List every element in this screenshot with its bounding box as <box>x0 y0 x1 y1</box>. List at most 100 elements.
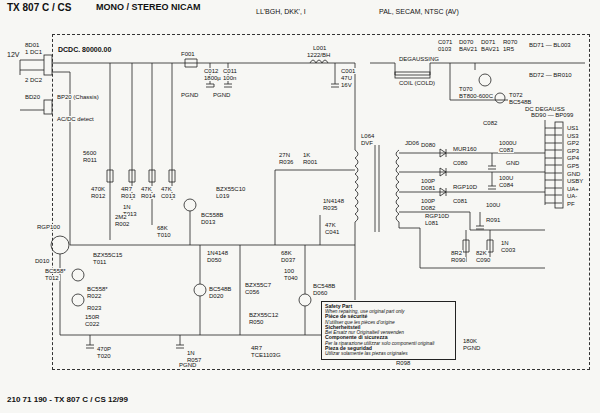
component-label: C071 <box>437 39 453 45</box>
component-label: BD72 — BR010 <box>528 72 573 78</box>
component-label: F001 <box>180 51 196 57</box>
ground-wire <box>60 254 330 335</box>
component-label: 1N4148 <box>322 198 345 204</box>
safety-note: Utilizar solamente las piezas originales <box>325 351 452 356</box>
component-label: BZX55C15 <box>92 252 123 258</box>
component-label: D082 <box>420 205 436 211</box>
component-label: 1N <box>122 204 132 210</box>
connector-symbol <box>44 55 52 75</box>
component-label: MONO / STEREO NICAM <box>95 3 202 12</box>
component-label: D010 <box>34 258 50 264</box>
component-label: PF <box>566 201 576 207</box>
component-label: C082 <box>482 120 498 126</box>
transistor-symbol <box>194 284 206 296</box>
component-label: BZX55C12 <box>248 312 279 318</box>
component-label: T012 <box>44 275 60 281</box>
component-label: 47U <box>340 75 353 81</box>
component-label: T072 <box>508 92 524 98</box>
secondary-winding <box>396 150 399 228</box>
component-label: R036 <box>278 159 294 165</box>
component-label: PGND <box>462 345 481 351</box>
component-label: 100U <box>485 202 501 208</box>
component-label: AC/DC detect <box>56 116 95 122</box>
component-label: TCE1103G <box>250 352 282 358</box>
component-label: C022 <box>84 321 100 327</box>
component-label: R050 <box>248 319 264 325</box>
component-label: DEGAUSSING <box>398 56 440 62</box>
fuse-symbol <box>185 59 197 67</box>
control-wire <box>110 63 172 240</box>
component-label: USBY <box>566 178 584 184</box>
board-number: DCDC. 80000.00 <box>58 46 111 53</box>
component-label: PGND <box>180 92 199 98</box>
component-label: GP2 <box>566 140 580 146</box>
component-label: PGND <box>212 92 231 98</box>
component-label: 47K <box>160 186 173 192</box>
component-label: D081 <box>420 185 436 191</box>
component-label: L019 <box>215 193 230 199</box>
component-label: BC558* <box>86 286 109 292</box>
component-label: 4R7 <box>250 345 263 351</box>
mosfet-symbol <box>51 236 69 254</box>
component-label: BC548B <box>208 286 232 292</box>
safety-box: Safety PartWhen repairing, use original … <box>321 301 456 360</box>
component-label: 8R2 <box>450 250 463 256</box>
component-label: C013 <box>160 193 176 199</box>
coil-symbol <box>395 72 430 78</box>
component-label: MUR160 <box>452 146 478 152</box>
component-label: BT800-600C <box>458 93 494 99</box>
component-label: 1800µ <box>203 75 222 81</box>
component-label: 16V <box>340 82 353 88</box>
component-label: 100n <box>222 75 237 81</box>
component-label: PGND <box>178 362 197 368</box>
component-label: BAV21 <box>480 46 500 52</box>
component-label: BC558* <box>44 268 67 274</box>
component-label: UA- <box>566 193 578 199</box>
connector-symbol <box>44 100 52 114</box>
resistor-symbol <box>463 230 493 262</box>
component-label: T020 <box>96 353 112 359</box>
component-label: T010 <box>156 232 172 238</box>
component-label: R001 <box>302 159 318 165</box>
component-label: L064 <box>360 133 375 139</box>
component-label: 1N <box>186 350 196 356</box>
component-label: RGP100 <box>36 224 61 230</box>
component-label: 2 DC2 <box>24 77 43 83</box>
component-label: C090 <box>475 257 491 263</box>
component-label: 68K <box>156 225 169 231</box>
connector-symbol <box>555 122 563 208</box>
caption: 210 71 190 - TX 807 C / CS 12/99 <box>6 396 129 404</box>
component-label: R014 <box>140 193 156 199</box>
pin-wire <box>545 128 562 203</box>
component-label: 8D01 <box>24 42 40 48</box>
component-label: US3 <box>566 133 580 139</box>
component-label: BZX55C10 <box>215 186 246 192</box>
component-label: 0103 <box>437 46 452 52</box>
component-label: GP5 <box>566 163 580 169</box>
component-label: 68K <box>280 250 293 256</box>
component-label: BD71 — BL003 <box>528 42 572 48</box>
capacitor-symbol <box>331 63 339 87</box>
drive-wire <box>70 228 355 300</box>
transistor-symbol <box>72 269 84 281</box>
component-label: R091 <box>485 217 501 223</box>
secondary-wire <box>399 153 545 268</box>
triac-symbol <box>479 74 491 86</box>
component-label: C056 <box>244 289 260 295</box>
diode-symbol <box>440 149 446 196</box>
component-label: D050 <box>206 257 222 263</box>
component-label: BP20 (Chassis) <box>56 94 100 100</box>
component-label: 1N <box>500 240 510 246</box>
resistor-symbol <box>107 170 175 182</box>
component-label: C083 <box>498 147 514 153</box>
component-label: 12V <box>6 51 20 58</box>
component-label: UA+ <box>566 186 580 192</box>
component-label: R013 <box>120 193 136 199</box>
component-label: R090 <box>450 257 466 263</box>
component-label: 5600 <box>82 150 97 156</box>
component-label: BD90 — BP099 <box>530 112 574 118</box>
component-label: LL'BGH, DKK', I <box>255 8 307 15</box>
component-label: R070 <box>502 39 518 45</box>
component-label: 100P <box>420 198 436 204</box>
